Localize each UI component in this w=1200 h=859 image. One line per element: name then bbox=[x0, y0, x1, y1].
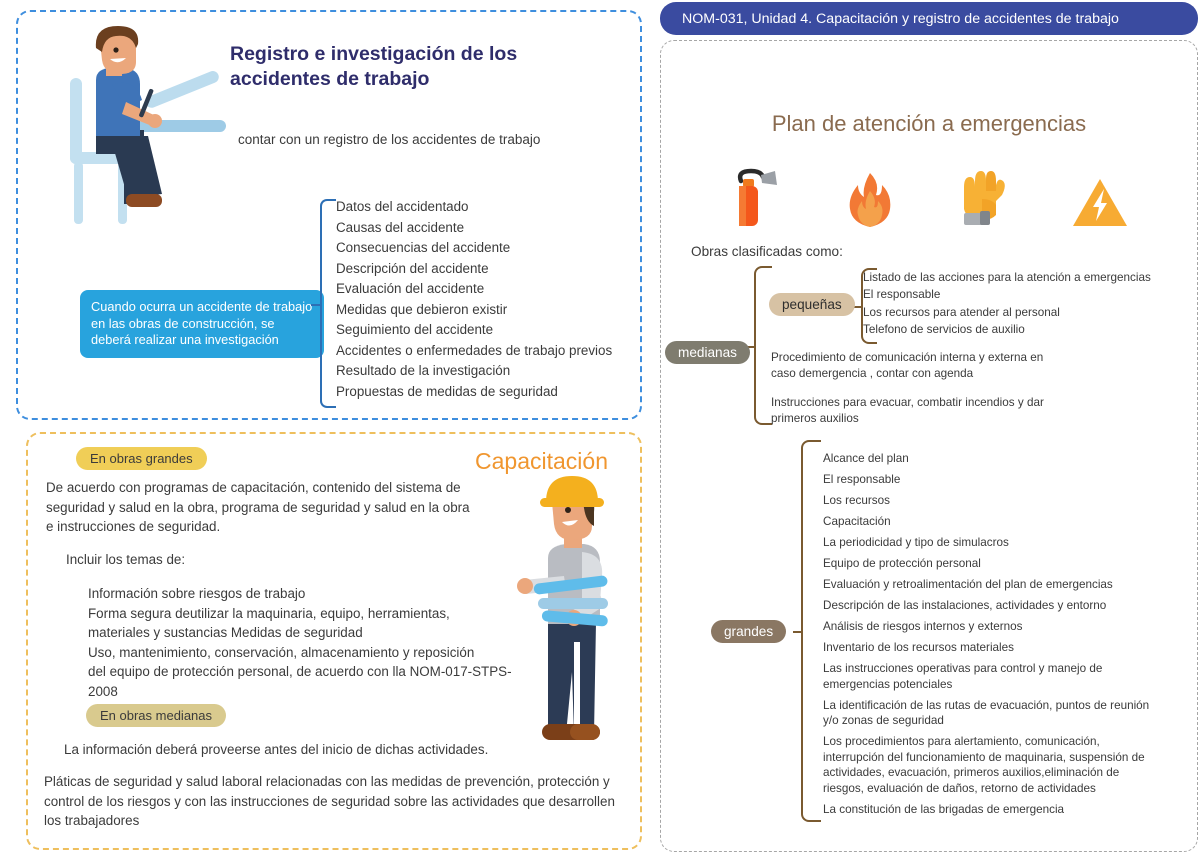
list-item: Descripción de las instalaciones, activi… bbox=[823, 599, 1107, 612]
capacitacion-paragraph-platicas: Pláticas de seguridad y salud laboral re… bbox=[44, 774, 615, 828]
list-item: Alcance del plan bbox=[823, 452, 909, 465]
list-item: Los procedimientos para alertamiento, co… bbox=[823, 735, 1145, 795]
capacitacion-temas-list: Información sobre riesgos de trabajo For… bbox=[88, 586, 512, 699]
header-bar: NOM-031, Unidad 4. Capacitación y regist… bbox=[660, 2, 1198, 35]
list-item: El responsable bbox=[863, 288, 941, 302]
list-item: La constitución de las brigadas de emerg… bbox=[823, 802, 1065, 816]
list-item: Procedimiento de comunicación interna y … bbox=[771, 351, 1044, 380]
node-grandes: grandes bbox=[711, 620, 787, 643]
list-item: Resultado de la investigación bbox=[336, 363, 511, 378]
flame-icon bbox=[844, 171, 896, 229]
page-title: Registro e investigación de los accident… bbox=[230, 43, 518, 90]
list-item: Listado de las acciones para la atención… bbox=[863, 271, 1151, 284]
list-item: Los recursos bbox=[823, 494, 890, 507]
panel-capacitacion: Capacitación En obras grandes De acuerdo… bbox=[26, 432, 642, 850]
obras-clasificadas-label: Obras clasificadas como: bbox=[691, 244, 843, 259]
list-item: Los recursos para atender al personal bbox=[863, 305, 1060, 319]
capacitacion-paragraph-grandes: De acuerdo con programas de capacitación… bbox=[46, 480, 470, 534]
list-item: Propuestas de medidas de seguridad bbox=[336, 383, 558, 399]
list-item: Medidas que debieron existir bbox=[336, 301, 508, 317]
tag-obras-grandes: En obras grandes bbox=[76, 447, 207, 470]
medianas-item-list: Procedimiento de comunicación interna y … bbox=[771, 350, 1071, 440]
emergencias-title: Plan de atención a emergencias bbox=[771, 111, 1087, 136]
list-item: Equipo de protección personal bbox=[823, 557, 981, 570]
panel-registro-investigacion: Registro e investigación de los accident… bbox=[16, 10, 642, 420]
list-item: Descripción del accidente bbox=[336, 260, 489, 276]
capacitacion-paragraph-medianas: La información deberá proveerse antes de… bbox=[64, 742, 489, 757]
list-item: Datos del accidentado bbox=[336, 199, 469, 214]
callout-box: Cuando ocurra un accidente de trabajo en… bbox=[80, 290, 324, 358]
tag-obras-medianas-label: En obras medianas bbox=[86, 704, 227, 727]
tag-obras-grandes-label: En obras grandes bbox=[76, 447, 207, 470]
grandes-item-list: Alcance del plan El responsable Los recu… bbox=[823, 451, 1163, 823]
list-item: Causas del accidente bbox=[336, 219, 465, 235]
list-item: Evaluación del accidente bbox=[336, 281, 485, 296]
capacitacion-title: Capacitación bbox=[475, 448, 608, 474]
list-item: Accidentes o enfermedades de trabajo pre… bbox=[336, 342, 613, 358]
list-item: El responsable bbox=[823, 473, 901, 486]
list-item: Inventario de los recursos materiales bbox=[823, 641, 1014, 654]
fire-extinguisher-icon bbox=[731, 167, 783, 229]
bracket-grandes-icon bbox=[793, 440, 821, 822]
panel-plan-emergencias: Plan de atención a emergencias bbox=[660, 40, 1198, 852]
bracket-blue-icon bbox=[311, 199, 336, 408]
seated-person-writing-icon bbox=[52, 26, 227, 226]
list-item: Análisis de riesgos internos y externos bbox=[823, 620, 1023, 633]
list-item: Capacitación bbox=[823, 515, 891, 528]
node-pequenas: pequeñas bbox=[769, 293, 855, 316]
electric-hazard-icon bbox=[1071, 177, 1129, 229]
registro-item-list: Datos del accidentado Causas del acciden… bbox=[311, 197, 636, 408]
construction-worker-icon bbox=[508, 472, 628, 772]
list-item: Evaluación y retroalimentación del plan … bbox=[823, 578, 1113, 591]
list-item: Instrucciones para evacuar, combatir inc… bbox=[771, 396, 1044, 425]
capacitacion-incluir-label: Incluir los temas de: bbox=[66, 552, 186, 567]
list-item: Seguimiento del accidente bbox=[336, 322, 494, 337]
list-item: La identificación de las rutas de evacua… bbox=[823, 698, 1150, 728]
emergency-icon-row bbox=[701, 163, 1159, 229]
safety-gloves-icon bbox=[956, 169, 1010, 229]
node-medianas: medianas bbox=[665, 341, 750, 364]
list-item: Consecuencias del accidente bbox=[336, 240, 511, 255]
bracket-medianas-icon bbox=[746, 266, 772, 425]
bracket-pequenas-icon bbox=[853, 268, 877, 344]
list-item: Las instrucciones operativas para contro… bbox=[823, 662, 1103, 691]
list-item: Telefono de servicios de auxilio bbox=[863, 323, 1025, 337]
registro-subtitle: contar con un registro de los accidentes… bbox=[238, 132, 541, 147]
list-item: La periodicidad y tipo de simulacros bbox=[823, 536, 1009, 549]
pequenas-item-list: Listado de las acciones para la atención… bbox=[863, 269, 1163, 339]
header-title: NOM-031, Unidad 4. Capacitación y regist… bbox=[682, 10, 1119, 27]
tag-obras-medianas: En obras medianas bbox=[86, 704, 227, 727]
